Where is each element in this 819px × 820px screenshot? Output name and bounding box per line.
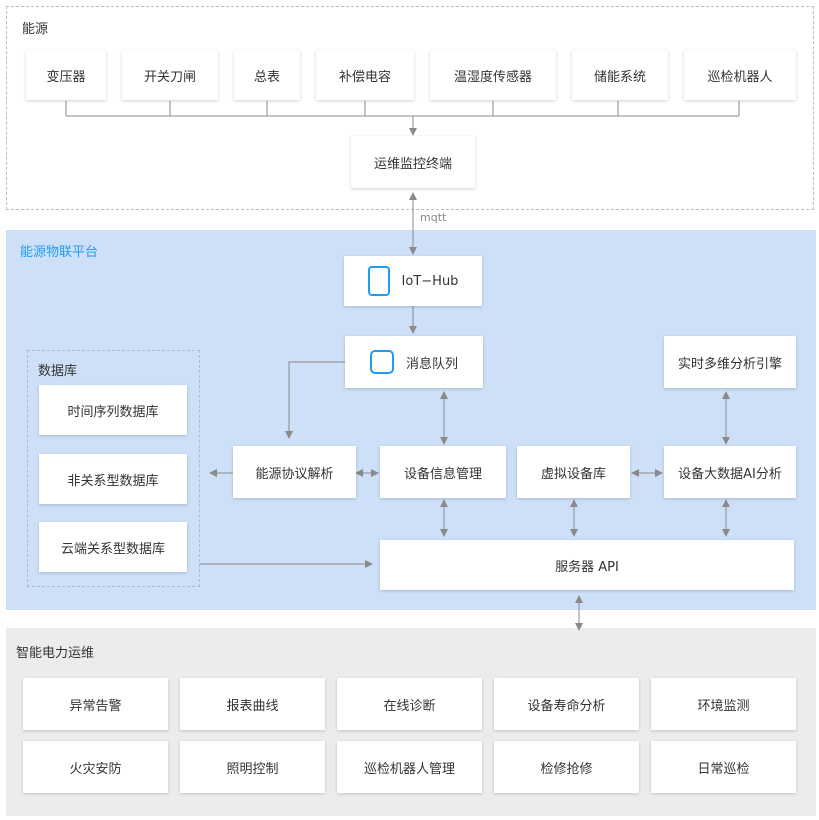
iot-hub-box: IoT−Hub: [344, 256, 482, 306]
ops-daily: 日常巡检: [651, 741, 796, 793]
message-queue-icon: [369, 350, 394, 374]
database-title: 数据库: [38, 364, 78, 379]
terminal-box: 运维监控终端: [351, 136, 475, 188]
server-api-box: 服务器 API: [380, 540, 794, 590]
ops-alarm: 异常告警: [23, 678, 168, 730]
iot-hub-label: IoT−Hub: [401, 273, 459, 289]
mqtt-label: mqtt: [420, 211, 447, 224]
device-capacitor: 补偿电容: [316, 50, 414, 100]
realtime-engine-box: 实时多维分析引擎: [664, 336, 796, 388]
energy-title: 能源: [22, 22, 49, 37]
virtual-device-box: 虚拟设备库: [517, 446, 630, 498]
db-nosql: 非关系型数据库: [39, 454, 187, 504]
device-robot: 巡检机器人: [684, 50, 796, 100]
db-cloud-relational: 云端关系型数据库: [39, 522, 187, 572]
ops-robot-mgmt: 巡检机器人管理: [337, 741, 482, 793]
ops-fire: 火灾安防: [23, 741, 168, 793]
message-queue-box: 消息队列: [345, 336, 483, 388]
platform-title: 能源物联平台: [20, 245, 99, 260]
ops-lighting: 照明控制: [180, 741, 325, 793]
device-storage: 储能系统: [572, 50, 668, 100]
message-queue-label: 消息队列: [405, 356, 458, 372]
device-info-box: 设备信息管理: [380, 446, 506, 498]
ops-title: 智能电力运维: [16, 646, 95, 661]
ops-repair: 检修抢修: [494, 741, 639, 793]
device-sensor: 温湿度传感器: [430, 50, 556, 100]
ops-diagnosis: 在线诊断: [337, 678, 482, 730]
ops-lifespan: 设备寿命分析: [494, 678, 639, 730]
ops-report: 报表曲线: [180, 678, 325, 730]
db-timeseries: 时间序列数据库: [39, 385, 187, 435]
iot-hub-icon: [367, 266, 390, 296]
device-switch: 开关刀闸: [122, 50, 218, 100]
database-region: [27, 350, 200, 587]
bigdata-ai-box: 设备大数据AI分析: [664, 446, 796, 498]
device-transformer: 变压器: [26, 50, 106, 100]
ops-environment: 环境监测: [651, 678, 796, 730]
protocol-parse-box: 能源协议解析: [233, 446, 356, 498]
device-meter: 总表: [234, 50, 300, 100]
